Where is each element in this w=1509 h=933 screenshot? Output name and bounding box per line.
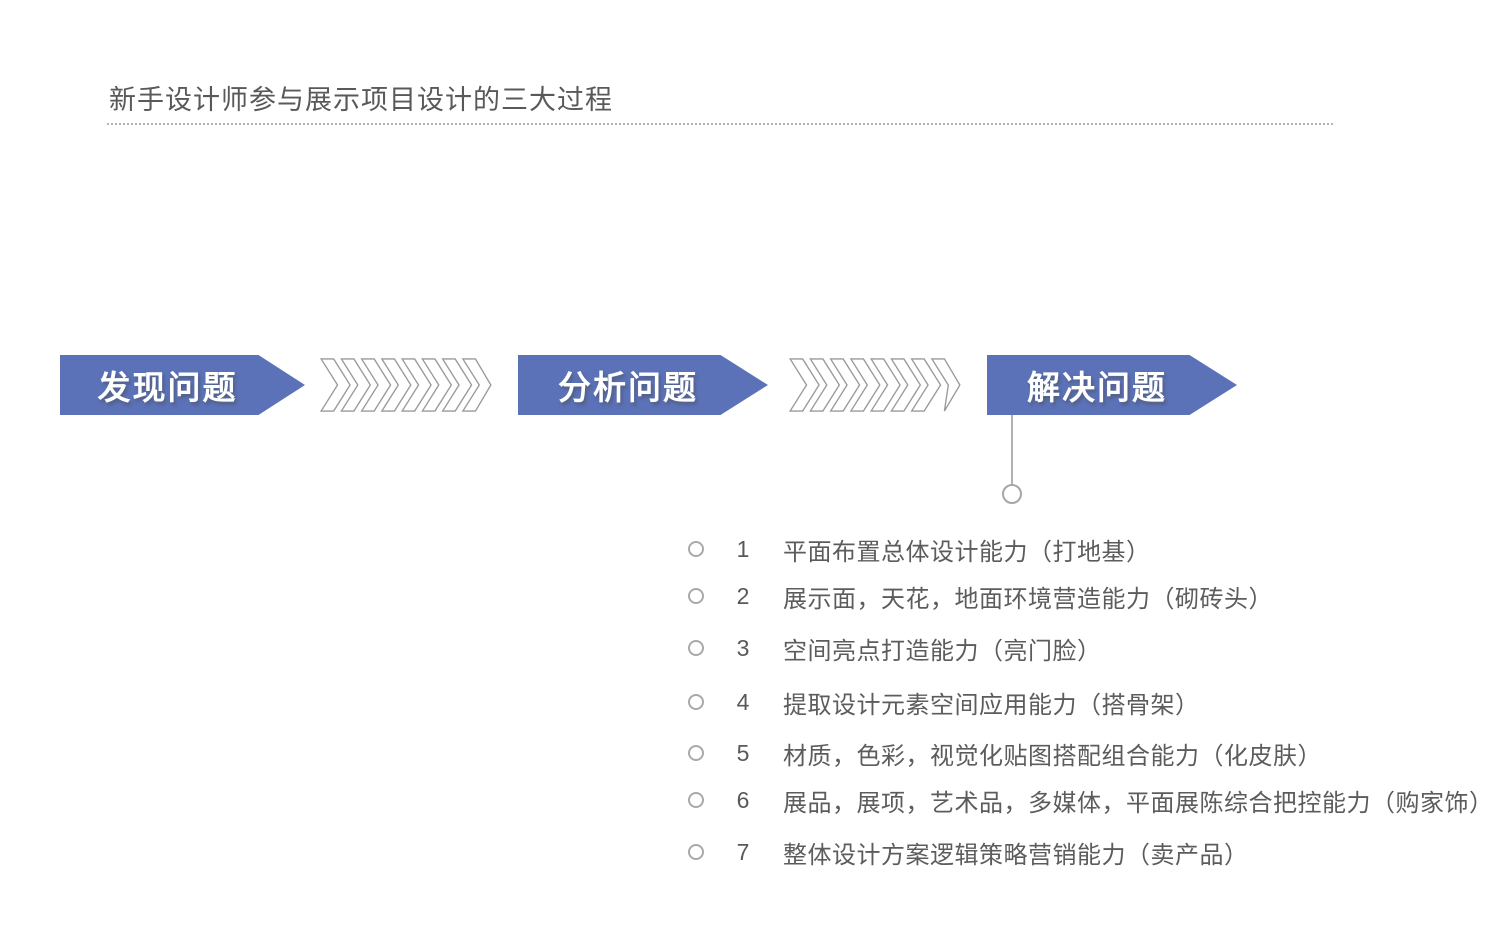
process-step-label: 解决问题 [1027, 369, 1167, 406]
slide-title: 新手设计师参与展示项目设计的三大过程 [109, 85, 613, 115]
list-item-number: 2 [736, 582, 750, 609]
connector-circle-icon [1002, 484, 1022, 504]
process-step-discover-problem: 发现问题 [60, 355, 305, 415]
list-item: 4 提取设计元素空间应用能力（搭骨架） [688, 687, 1200, 719]
list-item-text: 材质，色彩，视觉化贴图搭配组合能力（化皮肤） [783, 742, 1322, 770]
process-step-analyze-problem: 分析问题 [518, 355, 768, 415]
list-item-text: 整体设计方案逻辑策略营销能力（卖产品） [783, 841, 1249, 869]
list-item-number: 7 [736, 838, 750, 865]
list-item: 5 材质，色彩，视觉化贴图搭配组合能力（化皮肤） [688, 738, 1322, 770]
list-item: 2 展示面，天花，地面环境营造能力（砌砖头） [688, 581, 1273, 613]
bullet-circle-icon [688, 694, 704, 710]
list-item-number: 6 [736, 786, 750, 813]
bullet-circle-icon [688, 640, 704, 656]
bullet-circle-icon [688, 844, 704, 860]
list-item: 1 平面布置总体设计能力（打地基） [688, 534, 1151, 566]
process-step-label: 发现问题 [97, 369, 238, 406]
chevron-right-arrows-icon [319, 358, 492, 412]
list-item-text: 平面布置总体设计能力（打地基） [783, 538, 1151, 566]
list-item: 7 整体设计方案逻辑策略营销能力（卖产品） [688, 837, 1249, 869]
bullet-circle-icon [688, 792, 704, 808]
list-item-number: 4 [736, 688, 750, 715]
list-item-text: 展示面，天花，地面环境营造能力（砌砖头） [783, 585, 1273, 613]
list-item-text: 展品，展项，艺术品，多媒体，平面展陈综合把控能力（购家饰） [783, 789, 1494, 817]
bullet-circle-icon [688, 588, 704, 604]
list-item-number: 1 [736, 535, 750, 562]
list-item-text: 空间亮点打造能力（亮门脸） [783, 637, 1102, 665]
title-divider [107, 123, 1333, 125]
process-step-label: 分析问题 [558, 369, 698, 406]
bullet-circle-icon [688, 541, 704, 557]
connector-line [1011, 415, 1013, 485]
list-item: 6 展品，展项，艺术品，多媒体，平面展陈综合把控能力（购家饰） [688, 785, 1494, 817]
bullet-circle-icon [688, 745, 704, 761]
process-step-solve-problem: 解决问题 [987, 355, 1237, 415]
list-item-number: 3 [736, 634, 750, 661]
list-item: 3 空间亮点打造能力（亮门脸） [688, 633, 1102, 665]
list-item-text: 提取设计元素空间应用能力（搭骨架） [783, 691, 1200, 719]
chevron-right-arrows-icon [788, 358, 961, 412]
list-item-number: 5 [736, 739, 750, 766]
